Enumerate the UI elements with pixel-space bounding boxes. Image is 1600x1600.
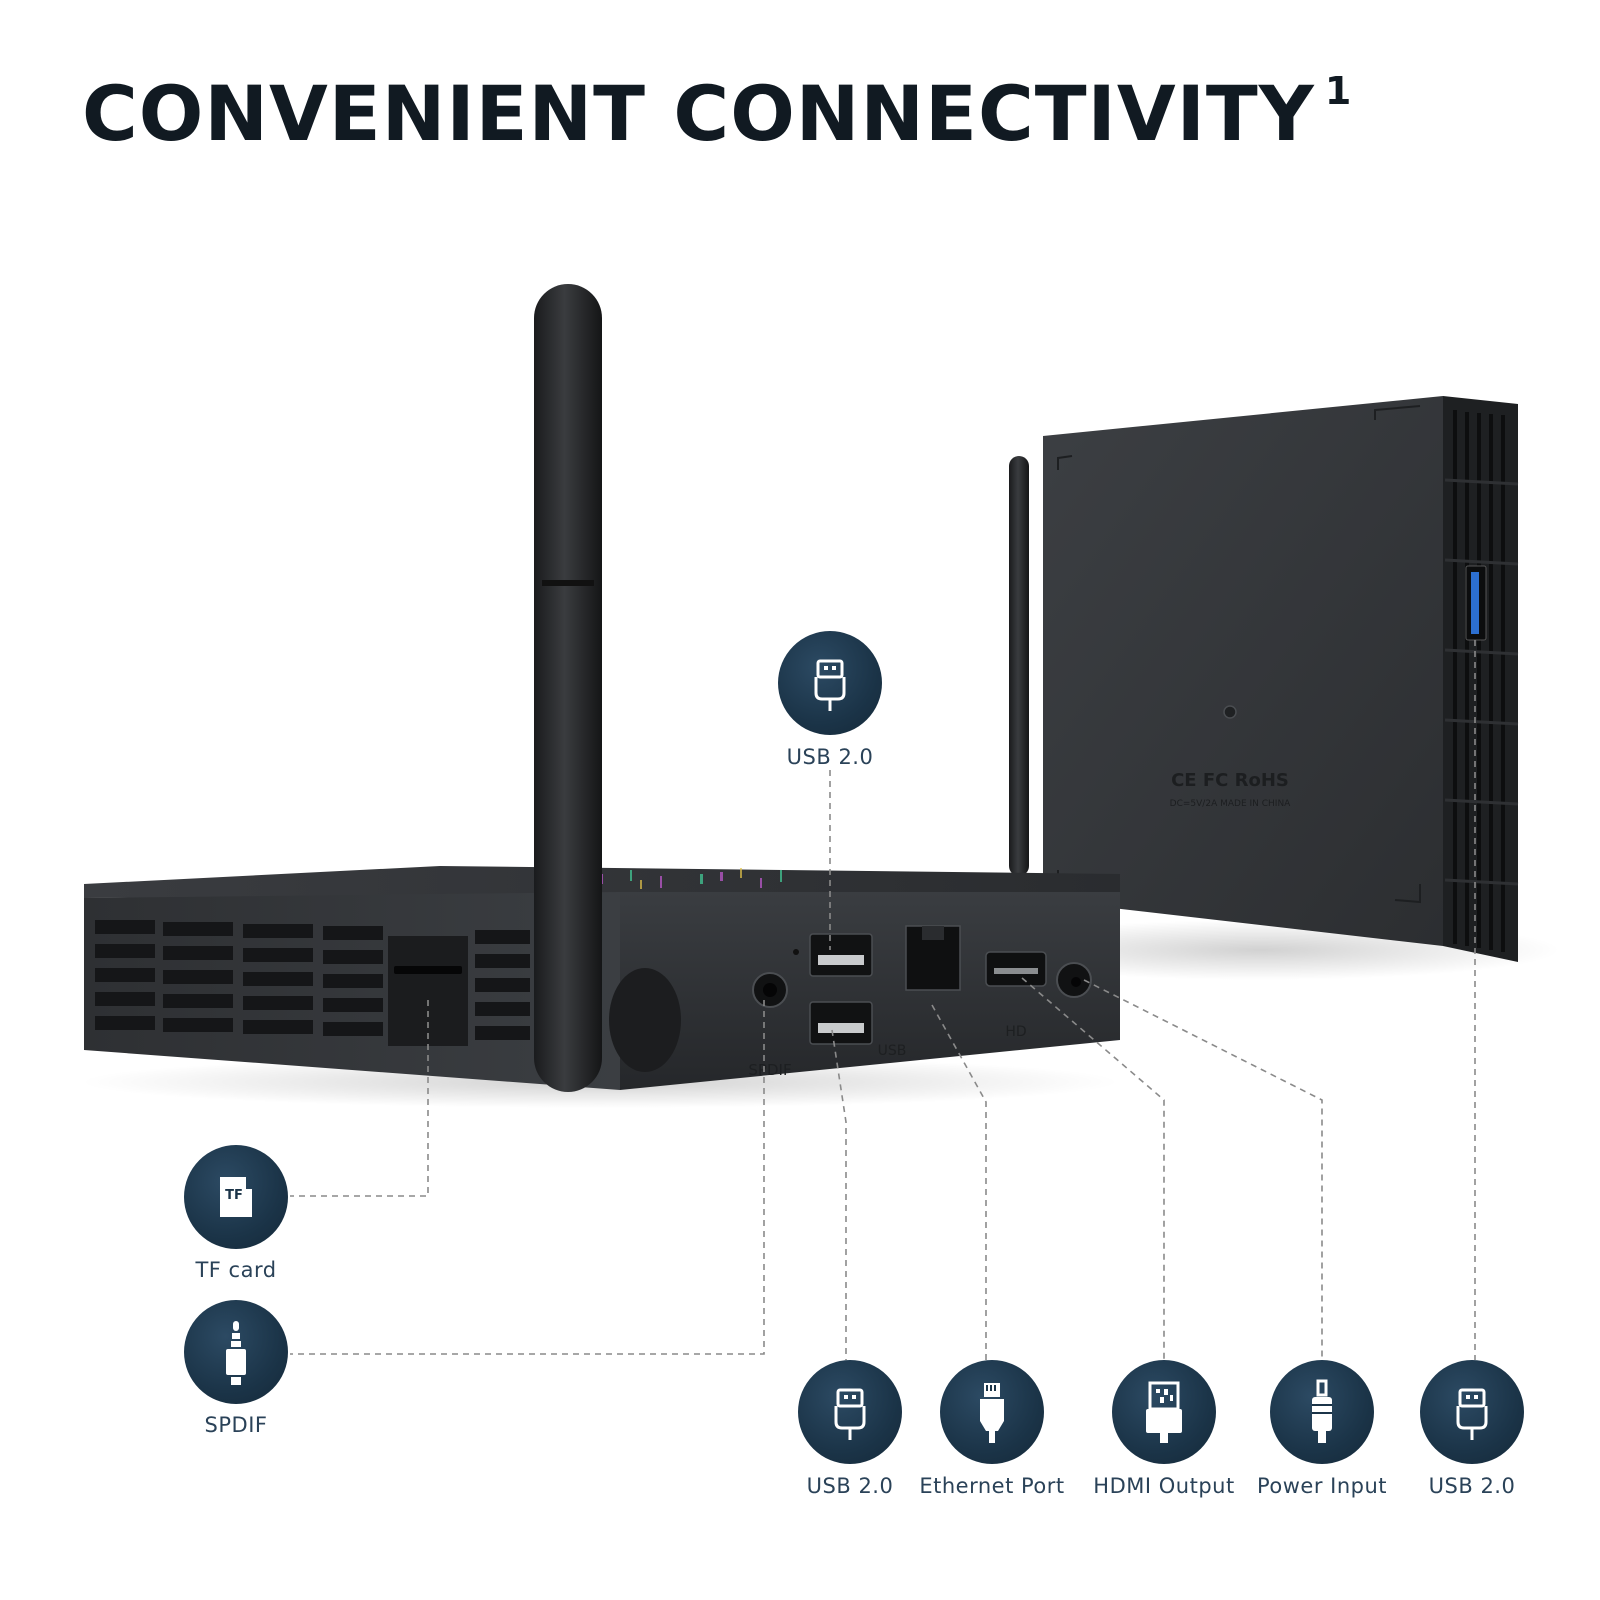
- tf-card-slot: [394, 966, 462, 974]
- rear-cert-text: CE FC RoHS: [1171, 770, 1289, 791]
- tf-card-icon: TF: [220, 1177, 252, 1217]
- usb-side-icon-badge: [1420, 1360, 1524, 1464]
- spdif-icon-badge: [184, 1300, 288, 1404]
- hdmi-label: HDMI Output: [1093, 1474, 1235, 1498]
- usb-icon: [814, 659, 846, 711]
- usb-bottom-icon-badge: [798, 1360, 902, 1464]
- hdmi-icon: [1146, 1381, 1182, 1443]
- footnote-marker: 1: [1324, 69, 1353, 113]
- tf-card-label: TF card: [195, 1258, 277, 1282]
- tf-card-slot-block: [388, 936, 468, 1046]
- leader-lines: [290, 640, 1476, 1360]
- rear-panel: [1043, 396, 1443, 946]
- usb-bottom-label: USB 2.0: [806, 1474, 894, 1498]
- ethernet-label: Ethernet Port: [919, 1474, 1065, 1498]
- front-antenna: [534, 284, 602, 1092]
- usb-top-icon-badge: [778, 631, 882, 735]
- rear-antenna: [1009, 456, 1029, 876]
- tf-card-icon-badge: TF: [184, 1145, 288, 1249]
- power-label: Power Input: [1256, 1474, 1388, 1498]
- antenna-hinge: [609, 968, 681, 1072]
- usb-icon: [1456, 1388, 1488, 1440]
- power-plug-icon: [1312, 1379, 1332, 1443]
- usb-icon: [834, 1388, 866, 1440]
- usb-side-label: USB 2.0: [1428, 1474, 1516, 1498]
- hdmi-engraving: HD: [1005, 1024, 1026, 1040]
- front-device: SPDIF USB HD: [80, 284, 1120, 1108]
- device-port-face: [620, 892, 1120, 1090]
- ethernet-icon: [980, 1383, 1004, 1443]
- usb-engraving: USB: [878, 1043, 907, 1059]
- audio-jack-icon: [226, 1321, 246, 1385]
- spdif-engraving: SPDIF: [748, 1061, 791, 1079]
- power-icon-badge: [1270, 1360, 1374, 1464]
- svg-text:TF: TF: [225, 1188, 243, 1203]
- usb-top-label: USB 2.0: [786, 745, 874, 769]
- rear-spec-text: DC=5V/2A MADE IN CHINA: [1170, 799, 1291, 809]
- hdmi-icon-badge: [1112, 1360, 1216, 1464]
- spdif-label: SPDIF: [204, 1413, 268, 1437]
- ethernet-icon-badge: [940, 1360, 1044, 1464]
- rear-device: CE FC RoHS DC=5V/2A MADE IN CHINA: [960, 396, 1560, 980]
